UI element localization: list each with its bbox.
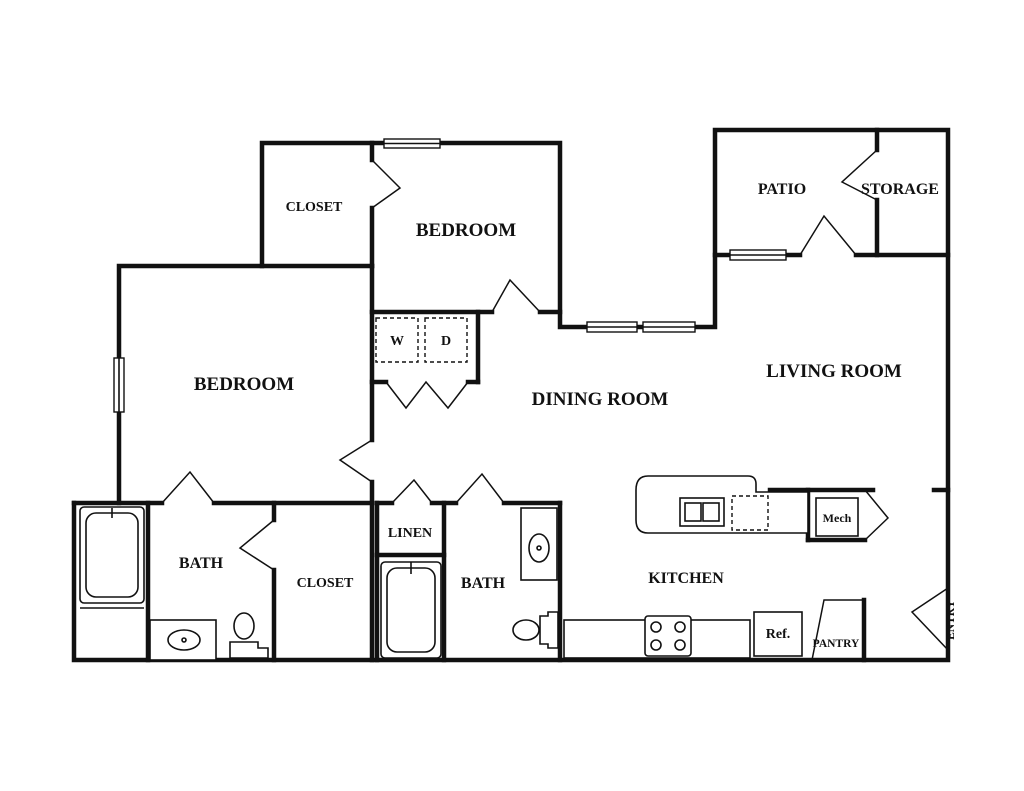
label-mech: Mech [823,511,852,525]
label-bath-left: BATH [179,555,224,572]
label-kitchen: KITCHEN [648,570,724,587]
bathtub-center [380,561,442,659]
label-entry: ENTRY [945,599,957,640]
label-patio: PATIO [758,181,806,198]
label-closet-bottom: CLOSET [297,576,354,591]
appliance-labels: W D Mech Ref. [390,334,852,642]
label-washer: W [390,334,404,349]
kitchen-sink [679,497,725,527]
mech-unit [815,497,859,537]
label-living-room: LIVING ROOM [766,361,902,382]
label-bedroom-top: BEDROOM [416,220,516,241]
dishwasher [731,495,769,531]
refrigerator [753,611,803,657]
sink-center [528,533,550,563]
windows [113,138,787,413]
label-bedroom-left: BEDROOM [194,374,294,395]
dryer [424,317,468,363]
washer [375,317,419,363]
label-storage: STORAGE [861,181,939,198]
vanity-center [520,507,558,581]
label-closet-top: CLOSET [286,200,343,215]
label-linen: LINEN [388,526,432,541]
label-dryer: D [441,334,451,349]
label-pantry: PANTRY [813,638,860,650]
label-bath-center: BATH [461,575,506,592]
toilet-center [512,619,540,641]
bathtub-left [79,506,145,604]
fixtures [79,317,859,661]
room-labels: BEDROOM CLOSET BEDROOM PATIO STORAGE LIV… [179,181,957,650]
sink-left [167,629,201,651]
stove [644,615,692,657]
kitchen-island [635,475,809,534]
walls [71,127,951,663]
label-refrigerator: Ref. [766,627,791,642]
label-dining-room: DINING ROOM [532,389,669,410]
doors [161,149,949,661]
vanity-left [149,619,217,661]
toilet-left [233,612,255,640]
